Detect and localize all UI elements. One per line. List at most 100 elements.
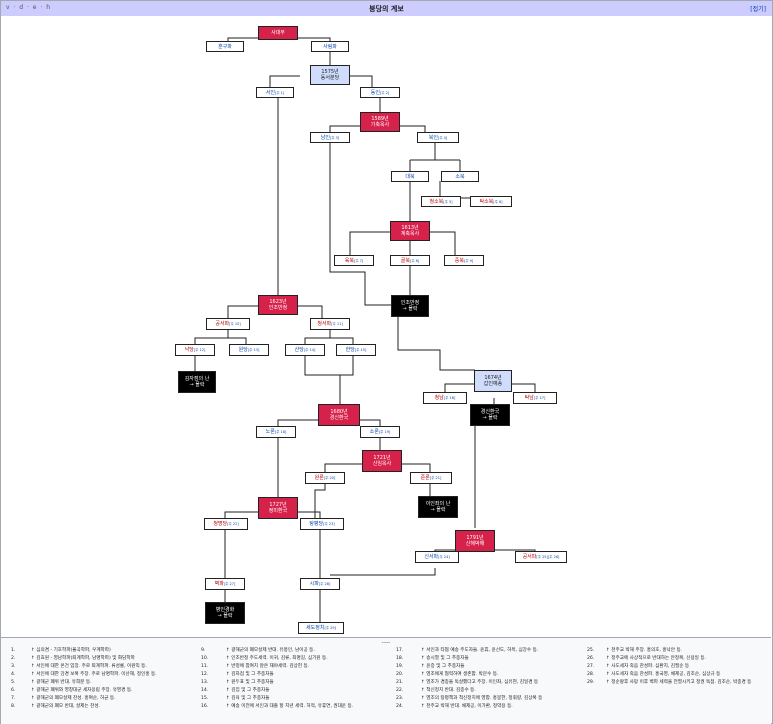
footnote-text[interactable]: ↑ 사도세자 죽음 찬성파. 홍국영, 채제공, 김조순, 심상규 등 <box>606 672 721 677</box>
node-cheongsobuk[interactable]: 청소북[주 5] <box>421 196 461 207</box>
node-daebuk[interactable]: 대북 <box>391 171 429 182</box>
collapse-toggle[interactable]: [접기] <box>750 6 766 13</box>
node-sandang[interactable]: 산당[주 14] <box>285 344 325 356</box>
node-byeongin-fall[interactable]: 병인경화→ 몰락 <box>205 602 245 624</box>
node-ijwa-fall[interactable]: 이인좌의 난→ 몰락 <box>418 496 458 518</box>
node-nakdang[interactable]: 낙당[주 12] <box>175 344 215 356</box>
node-cheongseo[interactable]: 청서파[주 11] <box>310 318 350 330</box>
node-sadaebu[interactable]: 사대부 <box>258 26 298 40</box>
footnote-ref[interactable]: [주 25][주 26] <box>536 555 560 559</box>
footnote-ref[interactable]: [주 8] <box>409 258 420 263</box>
footnote-ref[interactable]: [주 20] <box>323 476 336 480</box>
node-gongseo[interactable]: 공서파[주 10] <box>206 318 250 330</box>
node-yukbuk[interactable]: 육북[주 7] <box>334 255 374 266</box>
footnote-ref[interactable]: [주 23] <box>323 522 335 526</box>
footnote-ref[interactable]: [주 13] <box>247 348 260 352</box>
footnote-ref[interactable]: [주 6] <box>493 199 503 204</box>
footnote-ref[interactable]: [주 21] <box>429 476 442 480</box>
node-sarim[interactable]: 사림파 <box>311 41 349 52</box>
footnote-text[interactable]: ↑ 서인에 대한 온건 입장. 주로 퇴계학파. 류성룡, 이원익 등. <box>31 664 147 669</box>
footnote-ref[interactable]: [주 27] <box>223 582 236 586</box>
footnote-text[interactable]: ↑ 척신정치 반대. 김종수 등. <box>421 688 476 693</box>
footnote-text[interactable]: ↑ 송시열 및 그 추종자들 <box>421 656 469 661</box>
footnote-ref[interactable]: [주 1] <box>274 90 285 95</box>
footnote-text[interactable]: ↑ 정주교에 사상적으로 반대하는 안정복, 신용일 등. <box>606 656 707 661</box>
footnote-ref[interactable]: [주 14] <box>303 348 316 352</box>
node-takssobuk[interactable]: 탁소북[주 6] <box>470 196 512 207</box>
footnote-text[interactable]: ↑ 서인에 대한 강경 보복 주장. 주로 남명학파. 이산해, 정인홍 등. <box>31 672 157 677</box>
footnote-ref[interactable]: [주 11] <box>331 322 343 326</box>
footnote-ref[interactable]: [주 29] <box>324 626 336 630</box>
node-hungu[interactable]: 훈구파 <box>206 41 244 52</box>
node-junron[interactable]: 준론[주 21] <box>410 472 452 484</box>
footnote-text[interactable]: ↑ 영조의 탕평책과 척신정치에 영합. 홍봉한, 정휘량, 김상복 등 <box>421 696 543 701</box>
footnote-text[interactable]: ↑ 영조에게 협력하여 생존함. 박문수 등. <box>421 672 499 677</box>
node-cheongmyeong[interactable]: 청명당[주 22] <box>204 518 248 530</box>
footnote-ref[interactable]: [주 4] <box>437 135 448 140</box>
footnote-ref[interactable]: [주 9] <box>463 258 474 263</box>
footnote-text[interactable]: ↑ 반정에 참여치 않은 재야세력. 김상헌 등. <box>226 664 310 669</box>
node-sedo[interactable]: 세도정치[주 29] <box>298 622 344 634</box>
footnote-ref[interactable]: [주 17] <box>533 396 546 400</box>
footnote-text[interactable]: ↑ 김효원 - 영남학파(퇴계학파, 남명학파) 및 화담학파 <box>31 656 135 661</box>
node-tangpyeong[interactable]: 탕평당[주 23] <box>300 518 344 530</box>
node-wondang[interactable]: 원당[주 13] <box>229 344 269 356</box>
footnote-text[interactable]: ↑ 예송 이전에 서인과 대출 할 지년 세력. 허적, 유휴연, 권대운 등. <box>226 704 354 709</box>
footnote-ref[interactable]: [주 22] <box>227 522 239 526</box>
footnote-text[interactable]: ↑ 김집 및 그 추종자들 <box>226 688 270 693</box>
footnote-ref[interactable]: [주 12] <box>193 348 206 352</box>
node-gongseo2[interactable]: 공서파[주 25][주 26] <box>515 551 567 563</box>
footnote-text[interactable]: ↑ 정순왕후 사망 이후 벽파 세력을 전멸시키고 정권 독점. 김조순, 박종… <box>606 680 752 685</box>
node-noron[interactable]: 노론[주 18] <box>256 426 296 438</box>
node-sobuk[interactable]: 소북 <box>441 171 479 182</box>
node-dongin[interactable]: 동인[주 2] <box>360 87 400 98</box>
node-byeokpa[interactable]: 벽파[주 27] <box>205 578 245 590</box>
node-bugin[interactable]: 북인[주 4] <box>417 132 459 143</box>
node-cheongnam[interactable]: 청남[주 16] <box>423 392 467 404</box>
footnote-text[interactable]: ↑ 인조반정 주도세력. 이귀, 김류, 최명길, 심기원 등. <box>226 656 328 661</box>
footnote-ref[interactable]: [주 5] <box>443 199 453 204</box>
footnote-ref[interactable]: [주 24] <box>438 555 450 559</box>
footnote-ref[interactable]: [주 3] <box>329 135 340 140</box>
footnote-text[interactable]: ↑ 광해군의 폐모 반대, 살제는 찬성. <box>31 704 101 709</box>
footnote-text[interactable]: ↑ 광해군의 폐모살제 반대. 유몽인, 남이공 등. <box>226 648 315 653</box>
vde-links[interactable]: v · d · e · h <box>6 4 52 11</box>
footnote-ref[interactable]: [주 7] <box>353 258 364 263</box>
footnote-ref[interactable]: [주 18] <box>274 430 287 434</box>
footnote-ref[interactable]: [주 15] <box>354 348 367 352</box>
node-wanron[interactable]: 완론[주 20] <box>305 472 345 484</box>
node-namin[interactable]: 남인[주 3] <box>310 132 350 143</box>
footnote-text[interactable]: ↑ 영조가 경종을 독살했다고 주장. 이인좌, 심유현, 김일경 등 <box>421 680 539 685</box>
footnote-ref[interactable]: [주 19] <box>378 430 391 434</box>
footnote-text[interactable]: ↑ 광해군의 폐모살제 찬성. 홍여순, 허균 등. <box>31 696 116 701</box>
footnote-text[interactable]: ↑ 김자점 및 그 추종자들 <box>226 672 274 677</box>
footnote-ref[interactable]: [주 10] <box>229 322 241 326</box>
node-gyeongsin-fall[interactable]: 경신환국→ 몰락 <box>470 404 510 426</box>
footnote-text[interactable]: ↑ 천주교 박해 주장. 홍의호, 홍낙안 등. <box>606 648 683 653</box>
footnote-text[interactable]: ↑ 광해군 폐위와 영창대군 세자옹립 주장. 유영경 등. <box>31 688 133 693</box>
node-sinseo[interactable]: 신서파[주 24] <box>415 551 459 563</box>
footnote-ref[interactable]: [주 28] <box>318 582 331 586</box>
footnote-ref[interactable]: [주 16] <box>443 396 456 400</box>
node-taknam[interactable]: 탁남[주 17] <box>513 392 557 404</box>
footnote-text[interactable]: ↑ 사도세자 죽음 찬성파. 심환지, 김필순 등 <box>606 664 690 669</box>
node-jungbuk[interactable]: 중북[주 9] <box>444 255 484 266</box>
footnote-text[interactable]: ↑ 심의겸 - 기호학파(율곡학파, 우계학파) <box>31 648 111 653</box>
node-soron[interactable]: 소론[주 19] <box>360 426 400 438</box>
footnote-ref[interactable]: [주 2] <box>379 90 390 95</box>
node-injo-fall[interactable]: 인조반정→ 몰락 <box>391 295 429 317</box>
node-golbuk[interactable]: 골북[주 8] <box>390 255 430 266</box>
footnote-text[interactable]: ↑ 원두표 및 그 추종자들 <box>226 680 274 685</box>
footnote-text[interactable]: ↑ 김육 및 그 추종자들 <box>226 696 270 701</box>
footnote-text[interactable]: ↑ 윤증 및 그 추종자들 <box>421 664 465 669</box>
footnote-text[interactable]: ↑ 서인과 타협 예송 주도자들. 윤휴, 윤선도, 허목, 심강수 등. <box>421 648 539 653</box>
